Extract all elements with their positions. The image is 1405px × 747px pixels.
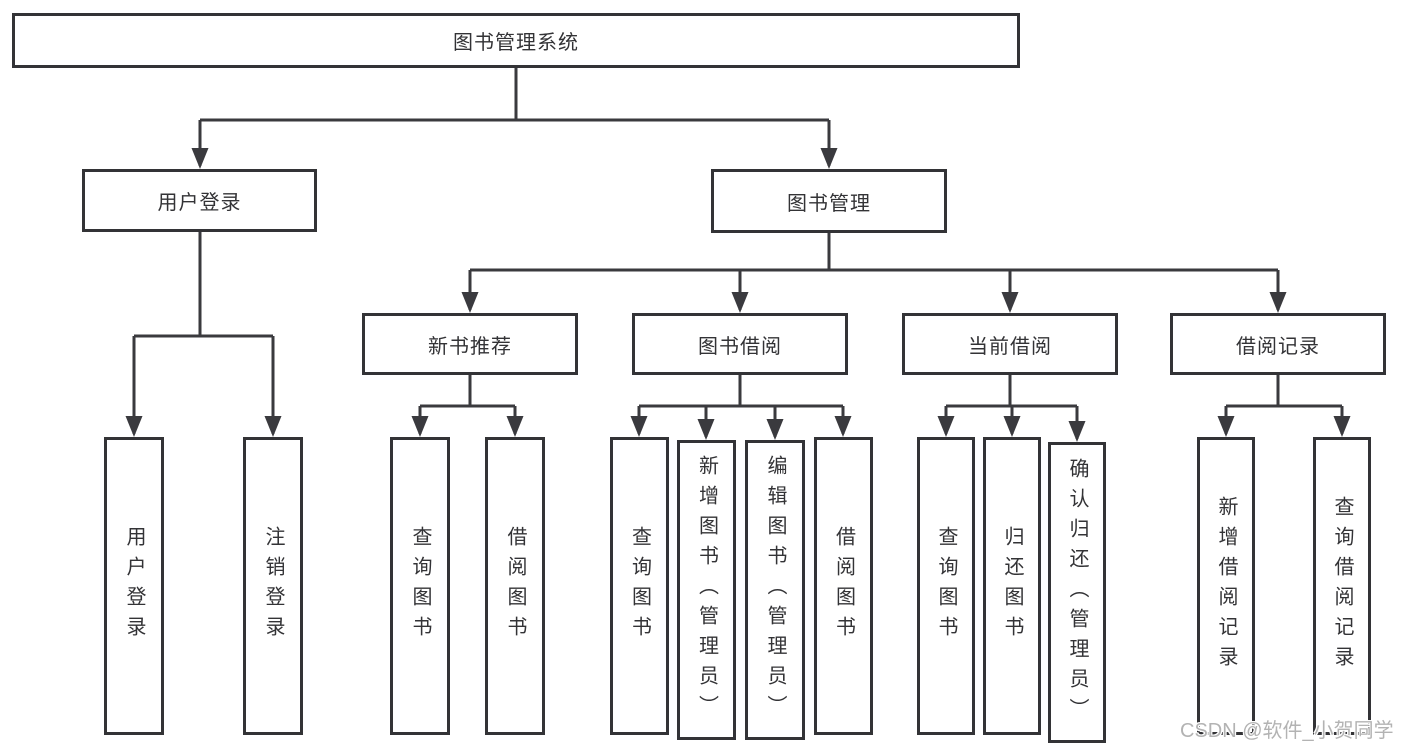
csdn-watermark: CSDN @软件_小贺同学 — [1180, 720, 1394, 742]
node-book-borrowing: 图书借阅 — [632, 313, 848, 375]
leaf-label: 新增借阅记录 — [1215, 496, 1237, 676]
arrow-down-icon — [834, 416, 852, 437]
leaf-label: 编辑图书（管理员） — [764, 455, 786, 725]
leaf-add-borrow-record: 新增借阅记录 — [1197, 437, 1255, 735]
node-label: 图书借阅 — [698, 335, 782, 358]
leaf-label: 注销登录 — [262, 526, 284, 646]
leaf-label: 用户登录 — [123, 526, 145, 646]
node-label: 新书推荐 — [428, 335, 512, 358]
arrow-down-icon — [1068, 421, 1086, 442]
leaf-query-books-borrow: 查询图书 — [610, 437, 669, 735]
leaf-confirm-return-admin: 确认归还（管理员） — [1048, 442, 1106, 743]
arrow-down-icon — [1001, 292, 1019, 313]
node-label: 借阅记录 — [1236, 335, 1320, 358]
arrow-down-icon — [506, 416, 524, 437]
leaf-label: 归还图书 — [1001, 526, 1023, 646]
leaf-edit-books-admin: 编辑图书（管理员） — [745, 440, 805, 740]
arrow-down-icon — [937, 416, 955, 437]
leaf-label: 借阅图书 — [504, 526, 526, 646]
tree-connectors — [132, 68, 1344, 439]
leaf-label: 查询借阅记录 — [1331, 496, 1353, 676]
arrow-down-icon — [697, 419, 715, 440]
arrowhead-icons — [125, 148, 1351, 442]
leaf-label: 查询图书 — [935, 526, 957, 646]
node-book-management: 图书管理 — [711, 169, 947, 233]
arrow-down-icon — [411, 416, 429, 437]
node-current-borrowing: 当前借阅 — [902, 313, 1118, 375]
node-new-book-recommendation: 新书推荐 — [362, 313, 578, 375]
leaf-borrow-books-recommend: 借阅图书 — [485, 437, 545, 735]
node-label: 用户登录 — [157, 192, 242, 214]
arrow-down-icon — [1269, 292, 1287, 313]
arrow-down-icon — [191, 148, 209, 169]
leaf-logout: 注销登录 — [243, 437, 303, 735]
arrow-down-icon — [1333, 416, 1351, 437]
arrow-down-icon — [461, 292, 479, 313]
arrow-down-icon — [766, 419, 784, 440]
node-library-management-system: 图书管理系统 — [12, 13, 1020, 68]
leaf-add-books-admin: 新增图书（管理员） — [677, 440, 736, 740]
arrow-down-icon — [1003, 416, 1021, 437]
leaf-label: 查询图书 — [409, 526, 431, 646]
node-label: 当前借阅 — [968, 335, 1052, 358]
leaf-query-books-current: 查询图书 — [917, 437, 975, 735]
arrow-down-icon — [820, 148, 838, 169]
node-label: 图书管理系统 — [453, 32, 579, 54]
arrow-down-icon — [630, 416, 648, 437]
leaf-query-borrow-record: 查询借阅记录 — [1313, 437, 1371, 735]
leaf-label: 确认归还（管理员） — [1066, 457, 1088, 728]
arrow-down-icon — [264, 416, 282, 437]
arrow-down-icon — [1217, 416, 1235, 437]
node-label: 图书管理 — [787, 192, 871, 215]
leaf-query-books-recommend: 查询图书 — [390, 437, 450, 735]
node-user-login: 用户登录 — [82, 169, 317, 232]
leaf-return-books: 归还图书 — [983, 437, 1041, 735]
leaf-borrow-books: 借阅图书 — [814, 437, 873, 735]
leaf-label: 借阅图书 — [832, 526, 855, 646]
arrow-down-icon — [125, 416, 143, 437]
node-borrowing-records: 借阅记录 — [1170, 313, 1386, 375]
leaf-label: 查询图书 — [628, 526, 651, 646]
leaf-label: 新增图书（管理员） — [695, 455, 718, 725]
arrow-down-icon — [731, 292, 749, 313]
leaf-user-login: 用户登录 — [104, 437, 164, 735]
